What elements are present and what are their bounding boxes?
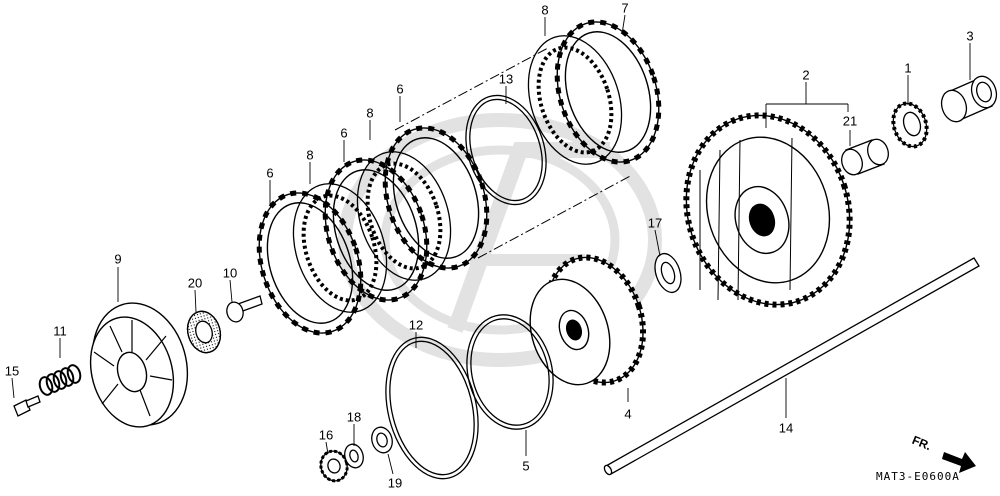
part-label: 6 xyxy=(340,125,348,141)
pressure-plate-part xyxy=(78,292,201,437)
part-label: 7 xyxy=(621,0,629,16)
thrust-washer-part xyxy=(650,250,685,295)
lifter-piece-part xyxy=(225,296,262,324)
wire-ring-part xyxy=(453,85,560,215)
part-label: 6 xyxy=(266,165,274,181)
lock-washer-part xyxy=(342,442,366,470)
part-label: 8 xyxy=(541,2,549,18)
friction-disc-part xyxy=(308,147,444,314)
clutch-center-part xyxy=(517,245,658,395)
clutch-plate-part xyxy=(513,24,637,177)
collar-part xyxy=(938,73,1000,125)
friction-disc-part xyxy=(242,180,378,347)
part-label: 2 xyxy=(802,67,810,83)
friction-disc-part xyxy=(368,115,504,282)
part-label: 12 xyxy=(408,317,424,333)
drive-sprocket-part xyxy=(888,99,932,151)
part-label: 10 xyxy=(222,265,238,281)
bolt-part xyxy=(14,396,40,416)
part-label: 19 xyxy=(387,475,403,491)
part-label: 20 xyxy=(187,275,203,291)
part-label: 9 xyxy=(114,251,122,267)
front-direction-arrow-icon xyxy=(942,452,976,473)
leader-dashdot xyxy=(395,48,632,258)
clutch-outer-part xyxy=(662,94,874,326)
clutch-plate-part xyxy=(342,140,466,293)
needle-bearing-part xyxy=(838,137,891,178)
release-bearing-part xyxy=(183,307,225,356)
callout-leader-lines xyxy=(12,15,970,474)
clutch-spring-part xyxy=(38,364,82,397)
part-label: 5 xyxy=(522,458,530,474)
part-label: 18 xyxy=(346,409,362,425)
part-label: 17 xyxy=(647,215,663,231)
part-label: 15 xyxy=(4,363,20,379)
part-label: 21 xyxy=(842,113,858,129)
plain-washer-part xyxy=(369,425,395,456)
part-label: 8 xyxy=(306,147,314,163)
part-label: 6 xyxy=(396,81,404,97)
part-label: 1 xyxy=(904,60,912,76)
part-label: 3 xyxy=(966,28,974,44)
diagram-code: MAT3-E0600A xyxy=(876,470,960,483)
clutch-plate-part xyxy=(278,172,402,325)
part-label: 16 xyxy=(318,427,334,443)
clutch-shaft-part xyxy=(603,258,979,476)
part-label: 11 xyxy=(53,323,67,339)
o-ring-part xyxy=(455,306,565,439)
part-label: 4 xyxy=(624,406,632,422)
watermark-logo xyxy=(345,120,655,360)
part-label: 14 xyxy=(778,420,794,436)
judder-disc-part xyxy=(540,9,676,176)
part-label: 13 xyxy=(498,71,514,87)
part-label: 8 xyxy=(366,105,374,121)
